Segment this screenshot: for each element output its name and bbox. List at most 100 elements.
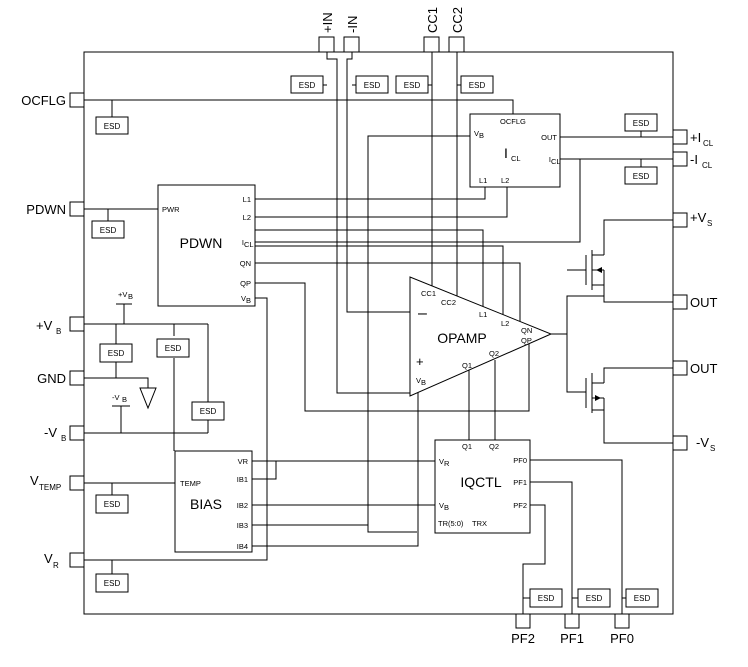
pin-cc2 [448, 36, 465, 53]
svg-text:CL: CL [244, 240, 254, 249]
svg-text:V: V [439, 501, 444, 510]
svg-text:QP: QP [240, 279, 251, 288]
svg-text:-V: -V [44, 425, 57, 440]
svg-text:PF1: PF1 [560, 631, 584, 646]
svg-text:L2: L2 [501, 319, 509, 328]
svg-text:VR: VR [238, 457, 249, 466]
svg-text:B: B [128, 292, 133, 301]
svg-text:IB1: IB1 [237, 475, 248, 484]
svg-text:ESD: ESD [469, 81, 486, 90]
svg-text:OCFLG: OCFLG [21, 93, 66, 108]
svg-text:IQCTL: IQCTL [460, 474, 501, 490]
esd-supply-mid: ESD [156, 338, 190, 358]
pin-icl-pos [672, 129, 688, 145]
svg-text:ESD: ESD [633, 172, 650, 181]
pin-icl-neg [672, 151, 688, 167]
svg-text:Q2: Q2 [489, 349, 499, 358]
pin-pdwn [69, 201, 85, 217]
svg-text:V: V [241, 294, 246, 303]
svg-text:-V: -V [112, 393, 120, 402]
pin-cc1 [423, 36, 440, 53]
pmos-transistor [567, 250, 604, 290]
pin-out1 [672, 294, 688, 310]
supply-symbols: +V B -V B [112, 290, 157, 410]
pin-pf1 [564, 613, 580, 629]
svg-text:ESD: ESD [100, 226, 117, 235]
svg-text:OUT: OUT [690, 361, 718, 376]
svg-text:-V: -V [696, 435, 709, 450]
bias-block: BIAS TEMP VR IB1 IB2 IB3 IB4 [174, 450, 253, 553]
svg-text:OUT: OUT [541, 133, 557, 142]
esd-ocflg: ESD [95, 116, 129, 135]
svg-text:PDWN: PDWN [26, 202, 66, 217]
svg-text:B: B [122, 395, 127, 404]
svg-text:IB3: IB3 [237, 521, 248, 530]
pdwn-block: PDWN PWR L1 L2 I CL QN QP V B [157, 184, 256, 307]
svg-text:R: R [53, 561, 59, 570]
svg-text:ESD: ESD [586, 594, 603, 603]
svg-text:ESD: ESD [538, 594, 555, 603]
svg-text:V: V [416, 376, 421, 385]
svg-text:ESD: ESD [104, 579, 121, 588]
nmos-transistor [585, 373, 604, 413]
svg-text:+V: +V [36, 318, 53, 333]
svg-text:PF0: PF0 [610, 631, 634, 646]
svg-text:TEMP: TEMP [180, 479, 201, 488]
esd-pf1: ESD [577, 588, 611, 608]
pin-in-neg [343, 36, 360, 53]
svg-text:OCFLG: OCFLG [500, 117, 526, 126]
svg-text:TRX: TRX [472, 519, 487, 528]
svg-text:ESD: ESD [200, 407, 217, 416]
svg-text:CL: CL [702, 161, 713, 170]
svg-text:ESD: ESD [104, 500, 121, 509]
opamp-block: OPAMP CC1 CC2 – + L1 L2 QN QP Q1 Q2 V B [409, 276, 553, 397]
svg-text:-I: -I [690, 152, 698, 167]
svg-text:Q1: Q1 [462, 442, 472, 451]
pin-gnd [69, 370, 85, 386]
svg-text:I: I [549, 155, 551, 164]
svg-text:CL: CL [551, 157, 561, 166]
esd-icl-pos: ESD [624, 113, 658, 132]
svg-text:GND: GND [37, 371, 66, 386]
esd-in-pos: ESD [290, 75, 324, 94]
svg-text:PF1: PF1 [513, 478, 527, 487]
esd-cc2: ESD [460, 75, 494, 94]
svg-text:CL: CL [511, 154, 521, 163]
svg-text:ESD: ESD [364, 81, 381, 90]
esd-supply-left: ESD [99, 343, 133, 363]
svg-text:CL: CL [703, 139, 714, 148]
esd-supply-right: ESD [191, 401, 225, 421]
svg-text:V: V [30, 473, 39, 488]
esd-vtemp: ESD [95, 494, 129, 514]
svg-text:B: B [421, 378, 426, 387]
svg-text:IB2: IB2 [237, 501, 248, 510]
wiring [84, 52, 677, 614]
svg-text:ESD: ESD [634, 594, 651, 603]
svg-text:Q2: Q2 [489, 442, 499, 451]
svg-text:L1: L1 [479, 176, 487, 185]
svg-text:+: + [416, 354, 424, 369]
svg-text:CC2: CC2 [441, 298, 456, 307]
svg-text:V: V [474, 129, 479, 138]
svg-text:TR(5:0): TR(5:0) [438, 519, 464, 528]
pin-vb-pos [69, 316, 85, 332]
svg-text:Q1: Q1 [462, 361, 472, 370]
svg-text:PF0: PF0 [513, 456, 527, 465]
svg-text:L1: L1 [243, 195, 251, 204]
svg-text:B: B [61, 434, 66, 443]
svg-text:I: I [504, 145, 508, 161]
svg-text:ESD: ESD [299, 81, 316, 90]
svg-text:B: B [479, 131, 484, 140]
esd-icl-neg: ESD [624, 166, 658, 185]
svg-text:ESD: ESD [404, 81, 421, 90]
esd-pf2: ESD [529, 588, 563, 608]
svg-text:TEMP: TEMP [39, 483, 61, 492]
esd-pf0: ESD [625, 588, 659, 608]
svg-text:L2: L2 [501, 176, 509, 185]
icl-block: I CL OCFLG V B OUT I CL L1 L2 [469, 113, 561, 188]
svg-text:OPAMP: OPAMP [437, 330, 487, 346]
svg-text:CC2: CC2 [450, 7, 465, 33]
pin-vs-pos [672, 212, 688, 228]
pin-vs-neg [672, 435, 688, 451]
